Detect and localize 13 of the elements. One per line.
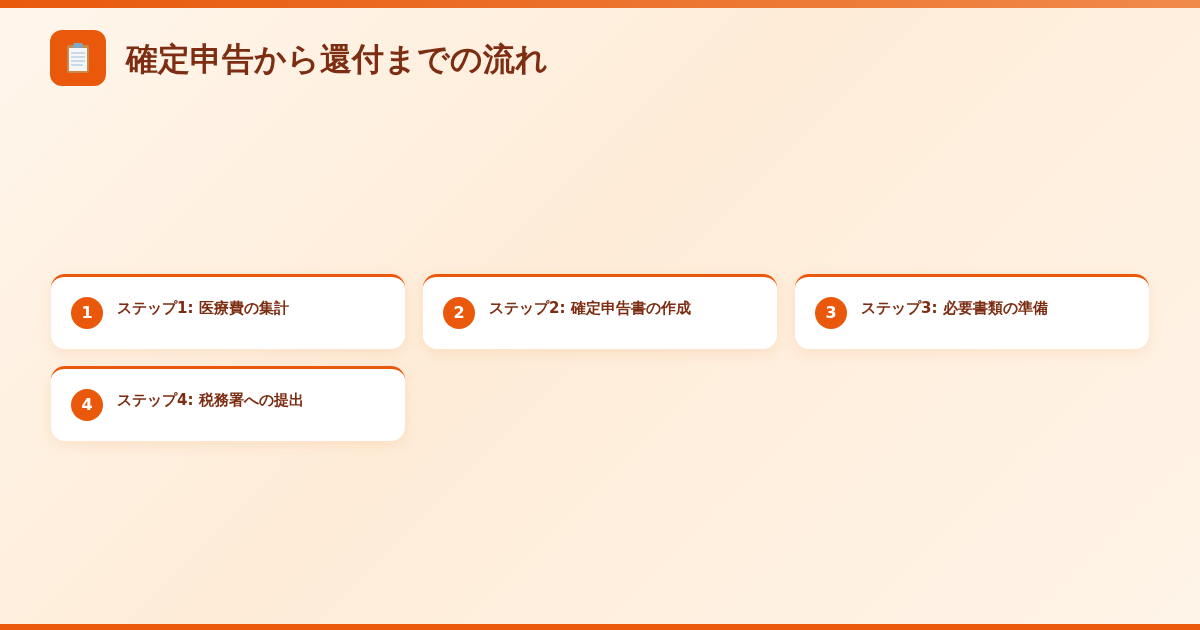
step-title: ステップ4: 税務署への提出 bbox=[117, 390, 304, 410]
step-number: 1 bbox=[71, 297, 103, 329]
step-number: 2 bbox=[443, 297, 475, 329]
step-title: ステップ2: 確定申告書の作成 bbox=[489, 298, 691, 318]
step-number: 4 bbox=[71, 389, 103, 421]
step-card bbox=[51, 366, 405, 441]
step-card bbox=[423, 274, 777, 349]
step-number: 3 bbox=[815, 297, 847, 329]
step-card bbox=[795, 274, 1149, 349]
step-card bbox=[51, 274, 405, 349]
step-title: ステップ3: 必要書類の準備 bbox=[861, 298, 1048, 318]
step-title: ステップ1: 医療費の集計 bbox=[117, 298, 289, 318]
title: 確定申告から還付までの流れ bbox=[126, 39, 548, 80]
